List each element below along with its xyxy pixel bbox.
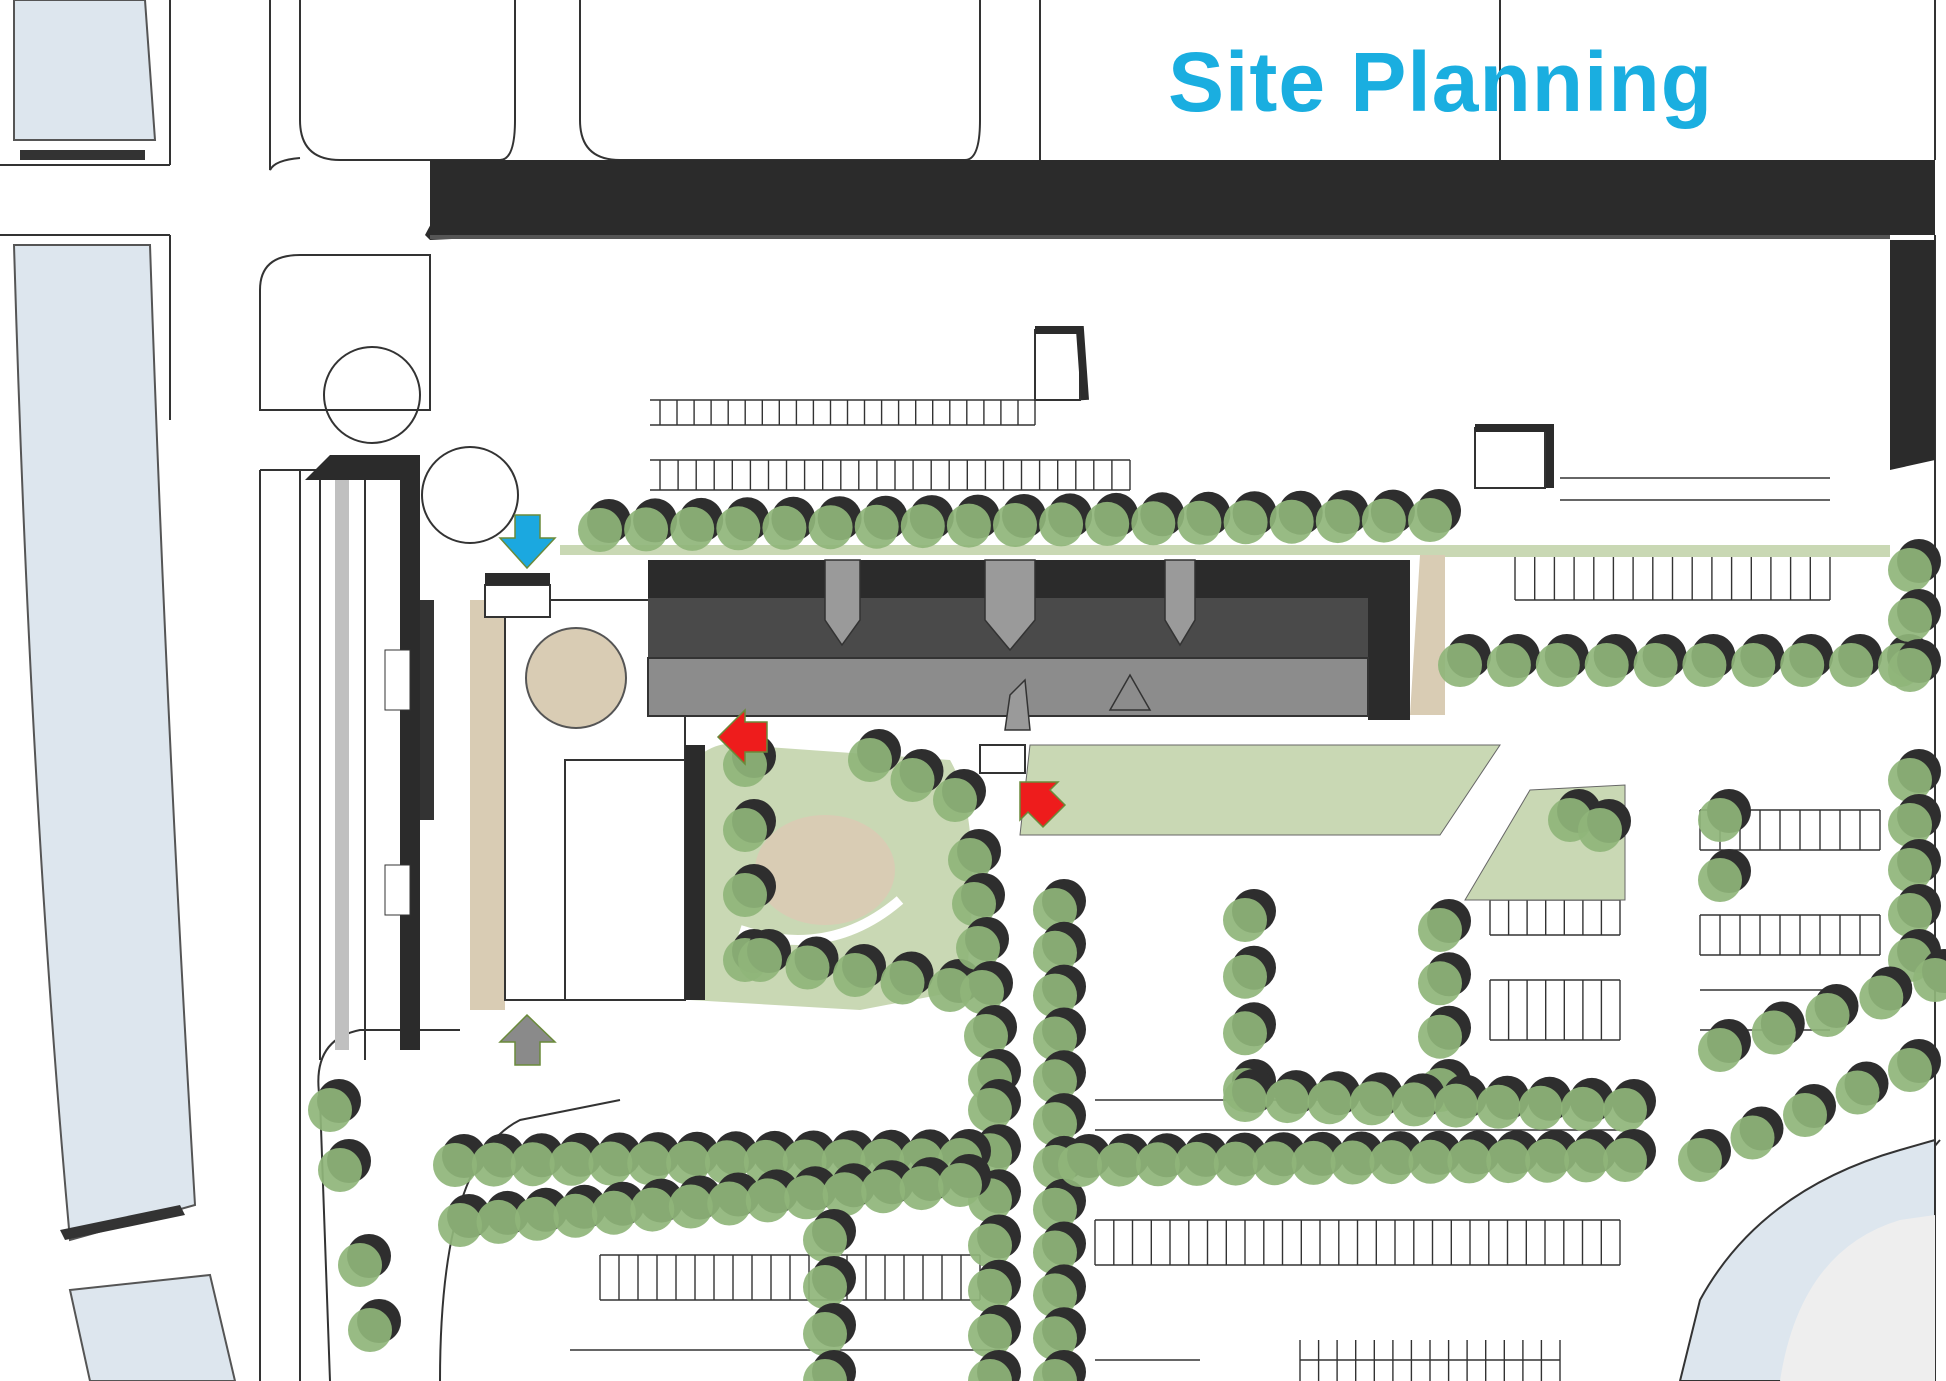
tree-icon (1888, 884, 1941, 937)
tree-icon (1269, 490, 1323, 544)
tree-icon (1888, 589, 1941, 642)
tree-icon (993, 494, 1046, 547)
tree-icon (1486, 634, 1540, 687)
tree-icon (803, 1303, 856, 1356)
tree-icon (1223, 945, 1276, 999)
tree-icon (1888, 839, 1941, 892)
tree-icon (1418, 899, 1471, 952)
tree-icon (854, 495, 908, 549)
tree-icon (1039, 493, 1093, 547)
tree-icon (1418, 952, 1471, 1006)
tree-icon (1438, 634, 1491, 687)
tree-icon (1682, 634, 1736, 687)
tree-icon (1780, 634, 1834, 687)
tree-icon (318, 1139, 371, 1192)
tree-icon (803, 1350, 856, 1381)
tree-icon (1888, 749, 1941, 802)
tree-icon (1223, 889, 1276, 942)
tree-icon (1730, 1106, 1784, 1160)
tree-icon (348, 1299, 401, 1352)
tree-icon (900, 495, 954, 549)
entrance-arrow-red-south (1019, 781, 1067, 829)
tree-icon (1859, 966, 1913, 1020)
tree-icon (1085, 492, 1139, 546)
service-structures (1034, 326, 1554, 489)
tree-icon (308, 1079, 361, 1132)
tree-icon (578, 499, 631, 552)
main-building (484, 559, 1410, 1001)
entrance-arrow-red-west (716, 708, 768, 766)
tree-icon (1131, 492, 1185, 546)
tree-icon (670, 497, 724, 551)
tree-icon (338, 1234, 391, 1287)
turnaround-circles (323, 346, 519, 544)
tree-icon (946, 494, 1000, 548)
tree-icon (968, 1214, 1021, 1268)
tree-icon (1783, 1084, 1836, 1137)
tree-icon (1678, 1129, 1731, 1182)
tree-icon (1315, 490, 1369, 544)
tree-icon (1805, 984, 1859, 1037)
tree-icon (803, 1256, 856, 1309)
tree-icon (1888, 1039, 1941, 1092)
tree-icon (1418, 1005, 1471, 1059)
tree-icon (964, 1005, 1017, 1058)
tree-icon (968, 1304, 1021, 1358)
tree-icon (1361, 489, 1415, 543)
page-title: Site Planning (1168, 35, 1714, 129)
tree-icon (762, 496, 816, 550)
tree-icon (1835, 1061, 1889, 1115)
tree-icon (1751, 1001, 1805, 1055)
tree-icon (1633, 634, 1687, 687)
tree-icon (1223, 491, 1277, 545)
tree-icon (1698, 1019, 1751, 1072)
tree-icon (1603, 1079, 1656, 1132)
tree-icon (1888, 794, 1941, 847)
tree-icon (716, 497, 770, 551)
tree-icon (1584, 634, 1638, 687)
tree-icon (1888, 539, 1941, 592)
tree-icon (624, 498, 678, 552)
tree-icon (1829, 634, 1883, 687)
tree-icon (1408, 489, 1461, 542)
entrance-arrow-gray (498, 1013, 557, 1066)
parking-stalls (599, 400, 1881, 1381)
tree-icon (1223, 1002, 1276, 1056)
tree-icon (1177, 491, 1231, 545)
tree-icon (968, 1350, 1021, 1381)
tree-icon (1535, 634, 1589, 687)
west-service-strip (305, 455, 434, 1060)
tree-icon (1731, 634, 1785, 687)
tree-icon (808, 496, 862, 550)
tree-icon (968, 1259, 1021, 1313)
water-channel (12, 0, 237, 1381)
entrance-arrow-blue (498, 514, 557, 570)
tree-icon (1698, 849, 1751, 902)
tree-icon (1698, 789, 1751, 842)
north-building-band (425, 160, 1935, 470)
